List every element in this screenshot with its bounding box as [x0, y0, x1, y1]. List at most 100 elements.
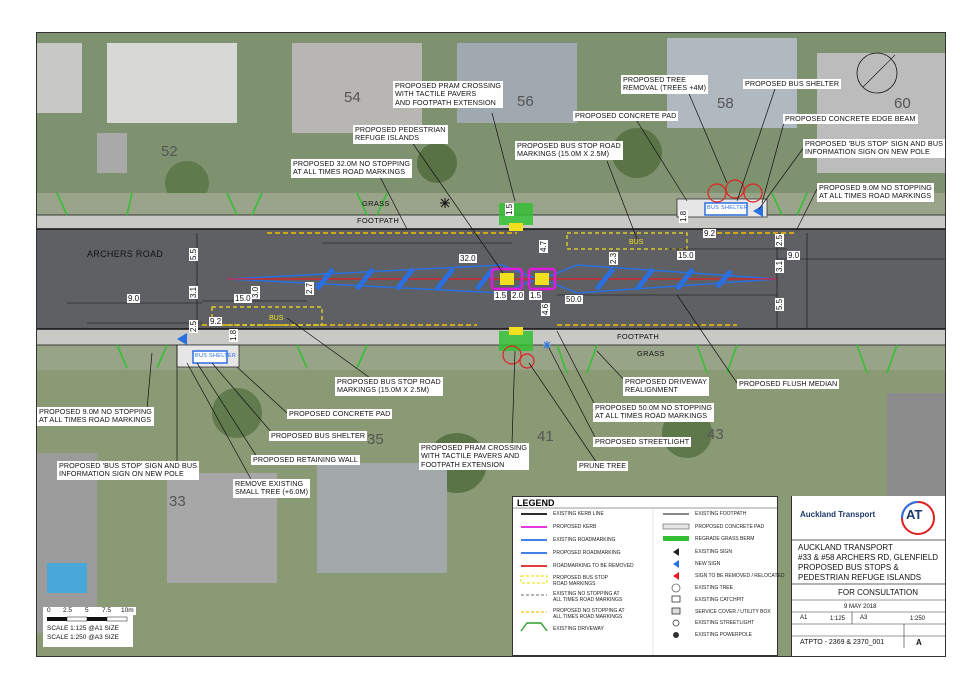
svg-text:BUS: BUS: [269, 315, 284, 322]
legend-item: ROADMARKING TO BE REMOVED: [553, 563, 634, 569]
tb-status: FOR CONSULTATION: [838, 588, 918, 597]
tb-title-1: PROPOSED BUS STOPS &: [798, 563, 899, 572]
tb-a1-scale: 1:125: [830, 616, 846, 622]
dimension: 5.5: [189, 247, 198, 261]
legend-title: LEGEND: [517, 498, 555, 508]
legend-item: EXISTING POWERPOLE: [695, 632, 752, 638]
bus-shelter-label-top: BUS SHELTER: [707, 205, 749, 211]
legend-item: PROPOSED CONCRETE PAD: [695, 524, 765, 530]
dimension: 4.7: [539, 239, 548, 253]
logo-short: AT: [906, 507, 923, 522]
lot-number: 58: [717, 95, 734, 112]
annotation-bus-stop-markings-bottom: PROPOSED BUS STOP ROAD MARKINGS (15.0m x…: [335, 377, 443, 396]
annotation-no-stopping-32: PROPOSED 32.0m NO STOPPING AT ALL TIMES …: [291, 159, 413, 178]
bus-shelter-bottom: [192, 350, 228, 364]
house-top-2: [37, 43, 82, 113]
dimension: 2.5: [189, 319, 198, 333]
dimension: 2.3: [609, 251, 618, 265]
dimension: 3.1: [189, 285, 198, 299]
legend-item: EXISTING CATCHPIT: [695, 597, 745, 603]
svg-text:BUS: BUS: [629, 239, 644, 246]
annotation-pram-crossing-top: PROPOSED PRAM CROSSING WITH TACTILE PAVE…: [393, 81, 504, 109]
annotation-no-stopping-9-top: PROPOSED 9.0m NO STOPPING AT ALL TIMES R…: [817, 183, 935, 202]
dimension: 4.6: [541, 302, 550, 316]
scale-bar: 0 2.5 5 7.5 10m SCALE 1:125 @A1 SIZE SCA…: [43, 607, 136, 647]
dimension: 9.0: [127, 294, 141, 303]
scale-tick: 10m: [119, 607, 136, 615]
legend-item: EXISTING KERB LINE: [553, 511, 604, 517]
tb-address: #33 & #58 ARCHERS RD, GLENFIELD: [798, 553, 939, 562]
lot-number: 60: [894, 95, 911, 112]
house-top-1: [107, 43, 237, 123]
tb-a1: A1: [800, 615, 808, 621]
dimension: 1.8: [229, 328, 238, 342]
legend-item: EXISTING SIGN: [695, 549, 732, 555]
tb-drawing-number: ATPTO - 2369 & 2370_001: [800, 639, 885, 646]
legend-item: EXISTING STREETLIGHT: [695, 620, 755, 626]
dimension: 15.0: [677, 251, 695, 260]
dimension: 50.0: [565, 295, 583, 304]
legend-item: EXISTING DRIVEWAY: [553, 626, 604, 632]
bus-stop-marking-bottom: [211, 306, 323, 326]
logo-name: Auckland Transport: [800, 510, 876, 519]
scale-tick: 0: [45, 607, 53, 615]
legend-item: PROPOSED KERB: [553, 524, 597, 530]
legend-item: PROPOSED ROADMARKING: [553, 550, 621, 556]
scale-tick: 2.5: [61, 607, 75, 615]
pram-crossing-bottom: [499, 331, 533, 351]
legend-panel: LEGEND EXISTING KERB LINE PR: [512, 496, 784, 656]
annotation-pram-crossing-bottom: PROPOSED PRAM CROSSING WITH TACTILE PAVE…: [419, 443, 530, 471]
legend-item: EXISTING FOOTPATH: [695, 511, 747, 517]
annotation-concrete-pad-bottom: PROPOSED CONCRETE PAD: [287, 409, 393, 420]
bus-shelter-label-bottom: BUS SHELTER: [195, 353, 237, 359]
streetlight-symbol: [440, 198, 450, 208]
lot-number: 41: [537, 428, 554, 445]
lot-number: 56: [517, 93, 534, 110]
dimension: 1.5: [494, 291, 508, 300]
lot-number: 43: [707, 426, 724, 443]
bus-stop-marking-top: [566, 232, 688, 250]
scale-text-a3: SCALE 1:250 @A3 SIZE: [45, 634, 121, 642]
dimension: 1.8: [679, 209, 688, 223]
bus-shelter-top: [704, 202, 748, 216]
dimension: 3.1: [775, 259, 784, 273]
lot-number: 35: [367, 431, 384, 448]
road-name: ARCHERS ROAD: [87, 249, 164, 259]
annotation-edge-beam: PROPOSED CONCRETE EDGE BEAM: [783, 114, 918, 125]
lot-number: 52: [161, 143, 178, 160]
dimension: 5.5: [775, 297, 784, 311]
annotation-no-stopping-9-bottom: PROPOSED 9.0m NO STOPPING AT ALL TIMES R…: [37, 407, 155, 426]
legend-item: NEW SIGN: [695, 561, 721, 567]
house-bot-3: [317, 463, 447, 573]
tb-a3: A3: [860, 615, 868, 621]
annotation-sign-bottom: PROPOSED 'BUS STOP' SIGN AND BUS INFORMA…: [57, 461, 200, 480]
drawing-sheet: BUS BUS: [36, 32, 946, 657]
aerial-plan: BUS BUS: [37, 33, 945, 656]
dimension: 32.0: [459, 254, 477, 263]
north-arrow: [856, 52, 898, 94]
legend-item: PROPOSED BUS STOP ROAD MARKINGS: [553, 575, 608, 587]
lot-number: 54: [344, 89, 361, 106]
legend-item: EXISTING NO STOPPING AT ALL TIMES ROAD M…: [553, 591, 623, 603]
lot-number: 33: [169, 493, 186, 510]
legend-item: SERVICE COVER / UTILITY BOX: [695, 609, 771, 615]
dimension: 2.0: [511, 291, 525, 300]
annotation-driveway-realignment: PROPOSED DRIVEWAY REALIGNMENT: [623, 377, 709, 396]
annotation-prune-tree: PRUNE TREE: [577, 461, 629, 472]
annotation-bus-shelter-top: PROPOSED BUS SHELTER: [743, 79, 842, 90]
tb-date: 9 MAY 2018: [844, 604, 877, 610]
annotation-flush-median: PROPOSED FLUSH MEDIAN: [737, 379, 840, 390]
house-bot-4: [887, 393, 945, 503]
dimension: 9.2: [209, 317, 223, 326]
legend-item: REGRADE GRASS BERM: [695, 536, 755, 542]
legend-item: PROPOSED NO STOPPING AT ALL TIMES ROAD M…: [553, 608, 625, 620]
scale-text-a1: SCALE 1:125 @A1 SIZE: [45, 625, 121, 633]
house-bot-2: [37, 453, 97, 633]
annotation-bus-stop-markings-top: PROPOSED BUS STOP ROAD MARKINGS (15.0m x…: [515, 141, 623, 160]
annotation-refuge-islands: PROPOSED PEDESTRIAN REFUGE ISLANDS: [353, 125, 448, 144]
annotation-tree-removal: PROPOSED TREE REMOVAL (TREES +4m): [621, 75, 709, 94]
tb-title-2: PEDESTRIAN REFUGE ISLANDS: [798, 573, 922, 582]
grass-label-bottom: GRASS: [637, 349, 665, 358]
legend-item: EXISTING ROADMARKING: [553, 537, 616, 543]
annotation-no-stopping-50: PROPOSED 50.0m NO STOPPING AT ALL TIMES …: [593, 403, 715, 422]
